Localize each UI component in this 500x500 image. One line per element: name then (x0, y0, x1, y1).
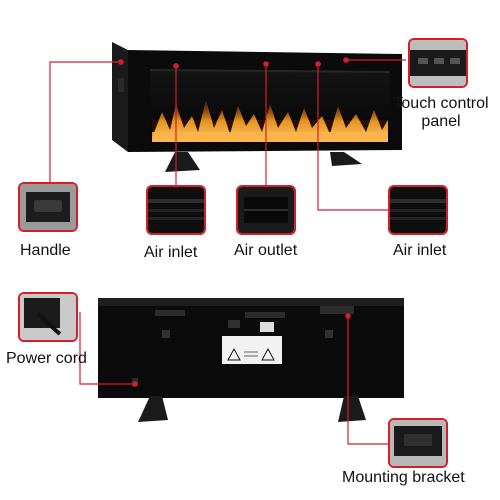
handle-label: Handle (20, 242, 71, 259)
air-inlet-left-thumbnail (146, 185, 206, 235)
power-cord-label: Power cord (6, 350, 87, 367)
mounting-bracket-thumbnail (388, 418, 448, 468)
power-cord-thumbnail (18, 292, 78, 342)
air-outlet-thumbnail (236, 185, 296, 235)
front-foot-left (165, 152, 200, 172)
air-inlet-left-label: Air inlet (144, 244, 198, 261)
flame-bed (152, 100, 388, 142)
certification-mark-icon (260, 322, 274, 332)
touch-control-panel-label-line1: Touch control (393, 95, 489, 112)
touch-control-panel-label: Touch control panel (386, 95, 496, 131)
touch-control-panel-label-line2: panel (421, 113, 461, 130)
back-foot-left (138, 396, 168, 422)
touch-control-panel-thumbnail (408, 38, 468, 88)
handle-slot (118, 78, 124, 92)
warning-label (222, 336, 282, 364)
fireplace-side-panel (112, 42, 128, 152)
air-inlet-right-label: Air inlet (393, 242, 447, 259)
front-view-fireplace (112, 42, 402, 172)
air-outlet-label: Air outlet (234, 242, 298, 259)
front-foot-right (330, 152, 362, 166)
callout-lines (49, 57, 406, 445)
warning-triangle-icon (227, 347, 241, 361)
top-vent-strip (149, 69, 391, 73)
back-view-fireplace (98, 298, 404, 422)
handle-thumbnail (18, 182, 78, 232)
mounting-bracket-label: Mounting bracket (342, 469, 465, 486)
warning-triangle-icon (261, 347, 275, 361)
back-foot-right (338, 396, 366, 422)
air-inlet-right-thumbnail (388, 185, 448, 235)
